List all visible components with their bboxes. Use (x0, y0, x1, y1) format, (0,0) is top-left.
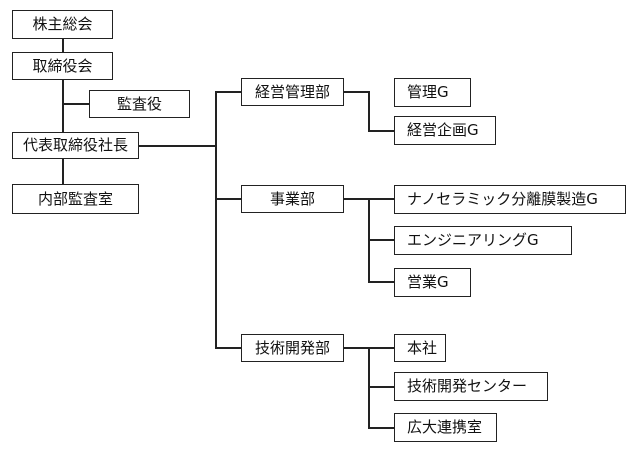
connector-line (215, 347, 242, 349)
connector-line (368, 386, 395, 388)
connector-line (368, 239, 395, 241)
group-box: エンジニアリングG (394, 226, 572, 255)
internal-audit-box: 内部監査室 (12, 184, 139, 214)
connector-line (62, 157, 64, 185)
group-box: 管理G (394, 78, 471, 107)
connector-line (215, 91, 242, 93)
connector-line (368, 347, 370, 428)
connector-line (343, 91, 369, 93)
connector-line (62, 38, 64, 53)
group-box: 本社 (394, 334, 446, 362)
connector-line (215, 198, 242, 200)
group-box: 経営企画G (394, 116, 496, 145)
ceo-box: 代表取締役社長 (12, 132, 139, 159)
connector-line (368, 91, 370, 131)
group-box: 広大連携室 (394, 413, 497, 442)
connector-line (368, 281, 395, 283)
department-box: 経営管理部 (241, 78, 344, 106)
connector-line (62, 79, 64, 133)
connector-line (62, 103, 89, 105)
board-of-directors-box: 取締役会 (12, 52, 113, 80)
shareholders-meeting-box: 株主総会 (12, 10, 113, 39)
connector-line (215, 91, 217, 348)
group-box: 技術開発センター (394, 372, 548, 401)
connector-line (368, 427, 395, 429)
connector-line (138, 145, 216, 147)
group-box: ナノセラミック分離膜製造G (394, 185, 626, 214)
group-box: 営業G (394, 268, 471, 297)
auditor-box: 監査役 (89, 90, 190, 118)
department-box: 事業部 (241, 185, 344, 213)
department-box: 技術開発部 (241, 334, 344, 362)
connector-line (368, 130, 395, 132)
